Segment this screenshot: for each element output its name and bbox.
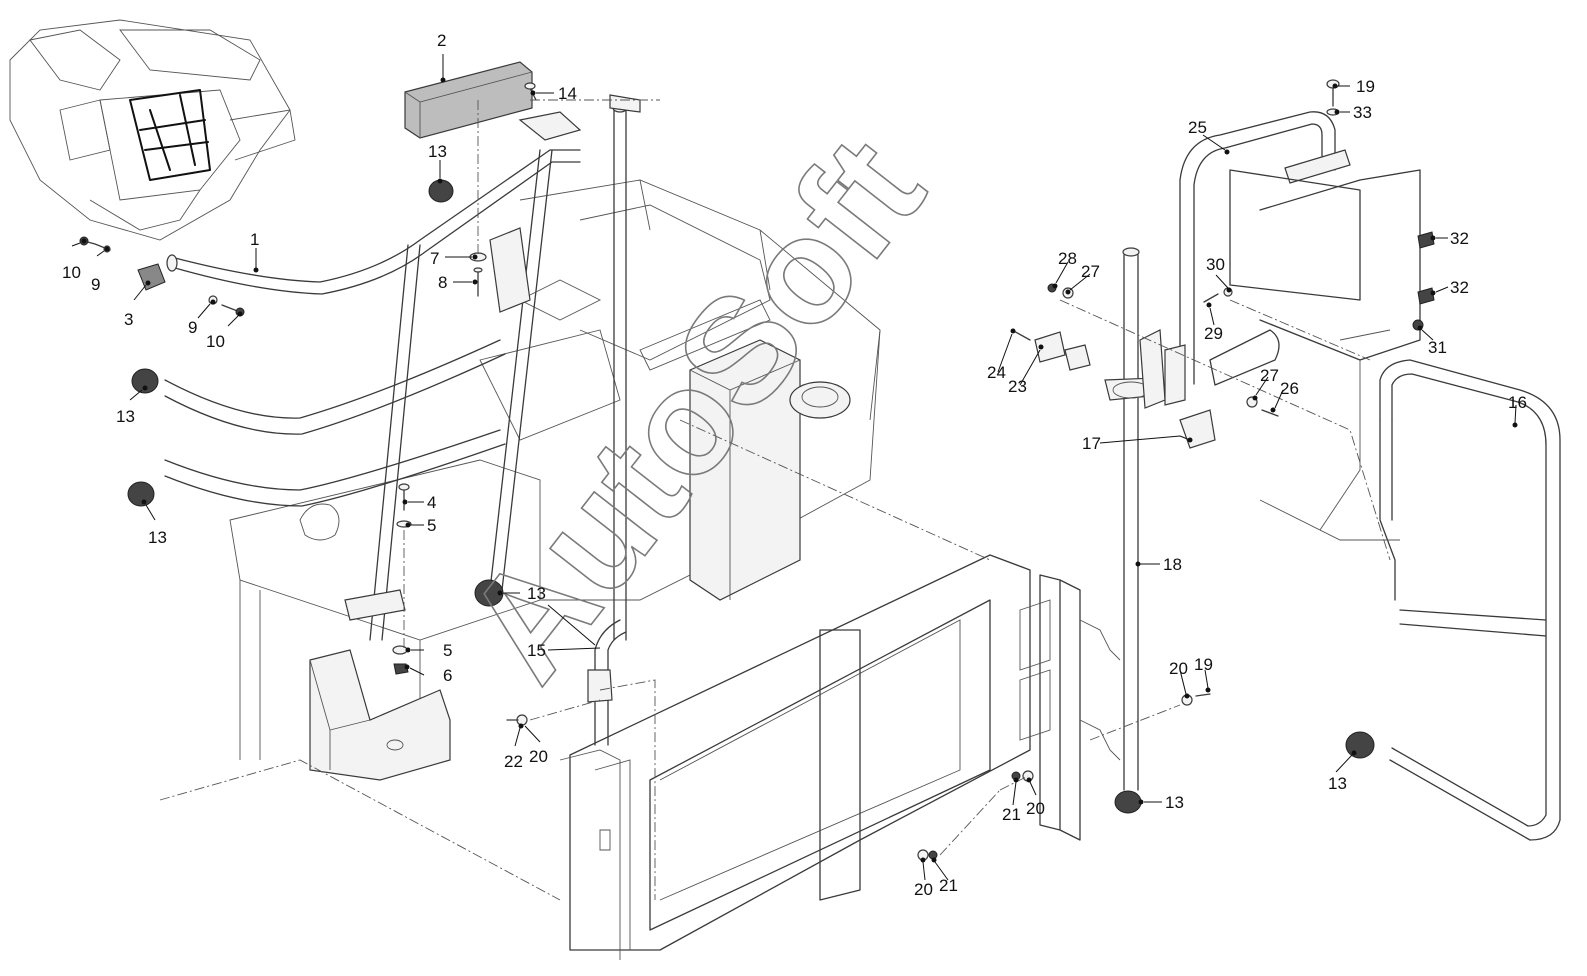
callout-21-b: 21 [939,876,958,895]
vertical-pole-part-18 [1104,247,1216,791]
callout-20-d: 20 [914,880,933,899]
callout-19-a: 19 [1356,77,1375,96]
right-ladder-part-16 [1379,359,1561,841]
callout-33: 33 [1353,103,1372,122]
top-pad-part-2 [404,61,533,139]
callout-2: 2 [437,31,446,50]
callout-14: 14 [558,84,577,103]
callout-13-b: 13 [116,407,135,426]
callout-16: 16 [1508,393,1527,412]
callout-23: 23 [1008,377,1027,396]
callout-10-a: 10 [62,263,81,282]
callout-13-f: 13 [1328,774,1347,793]
callout-15: 15 [527,641,546,660]
callout-20-b: 20 [1169,659,1188,678]
callout-29: 29 [1204,324,1223,343]
callout-13-d: 13 [527,584,546,603]
callout-3: 3 [124,310,133,329]
callout-27-a: 27 [1081,262,1100,281]
callout-9-b: 9 [188,318,197,337]
callout-25: 25 [1188,118,1207,137]
callout-32-b: 32 [1450,278,1469,297]
callout-18: 18 [1163,555,1182,574]
callout-8: 8 [438,273,447,292]
callout-7: 7 [430,249,439,268]
rail-base-pedestal [309,649,451,781]
callout-5-a: 5 [427,516,436,535]
callout-32-a: 32 [1450,229,1469,248]
left-handrail-assembly [164,111,582,641]
alignment-lines [159,99,1391,901]
machine-frame [229,179,881,760]
right-handrail-part-25 [1164,111,1351,406]
post-part-15 [587,94,641,746]
callout-27-b: 27 [1260,366,1279,385]
callout-30: 30 [1206,255,1225,274]
callout-labels: 2 14 13 1 7 8 10 9 3 9 10 13 13 4 5 5 6 … [62,31,1527,899]
side-bracket-panel [559,554,1121,960]
callout-9-a: 9 [91,275,100,294]
callout-6: 6 [443,666,452,685]
callout-28: 28 [1058,249,1077,268]
callout-19-b: 19 [1194,655,1213,674]
callout-20-a: 20 [529,747,548,766]
callout-4: 4 [427,493,436,512]
callout-5-b: 5 [443,641,452,660]
callout-22: 22 [504,752,523,771]
right-mount-plate [1209,169,1421,541]
callout-24: 24 [987,363,1006,382]
callout-13-c: 13 [148,528,167,547]
callout-20-c: 20 [1026,799,1045,818]
machine-overview-inset [9,19,296,241]
right-fasteners [506,79,1435,861]
callout-17: 17 [1082,434,1101,453]
callout-13-a: 13 [428,142,447,161]
callout-1: 1 [250,230,259,249]
callout-10-b: 10 [206,332,225,351]
callout-leaders [71,54,1518,881]
callout-31: 31 [1428,338,1447,357]
callout-21-a: 21 [1002,805,1021,824]
callout-26: 26 [1280,379,1299,398]
callout-13-e: 13 [1165,793,1184,812]
